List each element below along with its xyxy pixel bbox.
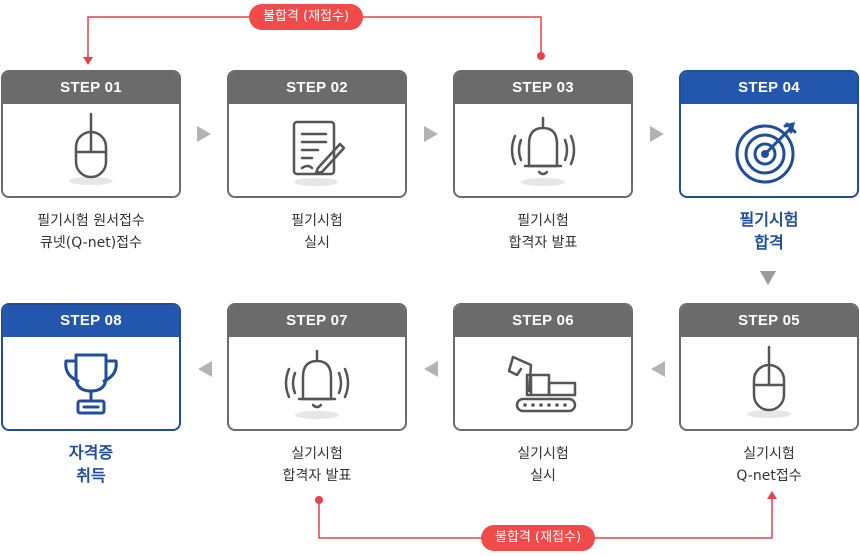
retry-badge-written: 불합격 (재접수) — [249, 4, 364, 30]
step-label: STEP 02 — [229, 72, 405, 104]
step-07-card: STEP 07 — [227, 303, 407, 431]
arrow-left-icon — [198, 361, 212, 377]
step-label: STEP 05 — [681, 305, 857, 337]
step-02-card: STEP 02 — [227, 70, 407, 198]
step-label: STEP 01 — [3, 72, 179, 104]
step-label: STEP 08 — [3, 305, 179, 337]
document-icon — [292, 120, 346, 186]
arrow-left-icon — [424, 361, 438, 377]
arrow-left-icon — [651, 361, 665, 377]
step-06-card: STEP 06 — [453, 303, 633, 431]
arrow-down-icon — [760, 271, 776, 285]
step-04-card: STEP 04 — [679, 70, 859, 198]
step-label: STEP 04 — [681, 72, 857, 104]
step-01-card: STEP 01 — [1, 70, 181, 198]
mouse-icon — [747, 345, 791, 418]
step-label: STEP 06 — [455, 305, 631, 337]
step-label: STEP 03 — [455, 72, 631, 104]
step-05-card: STEP 05 — [679, 303, 859, 431]
retry-badge-practical: 불합격 (재접수) — [481, 525, 596, 551]
excavator-icon — [507, 355, 577, 413]
trophy-icon — [64, 353, 118, 415]
step-label: STEP 07 — [229, 305, 405, 337]
target-icon — [735, 121, 797, 184]
arrow-right-icon — [650, 126, 664, 142]
step-08-card: STEP 08 — [1, 303, 181, 431]
bell-icon — [284, 349, 350, 419]
arrow-right-icon — [424, 126, 438, 142]
bell-icon — [510, 116, 576, 186]
step-03-card: STEP 03 — [453, 70, 633, 198]
arrow-right-icon — [197, 126, 211, 142]
mouse-icon — [69, 112, 113, 185]
